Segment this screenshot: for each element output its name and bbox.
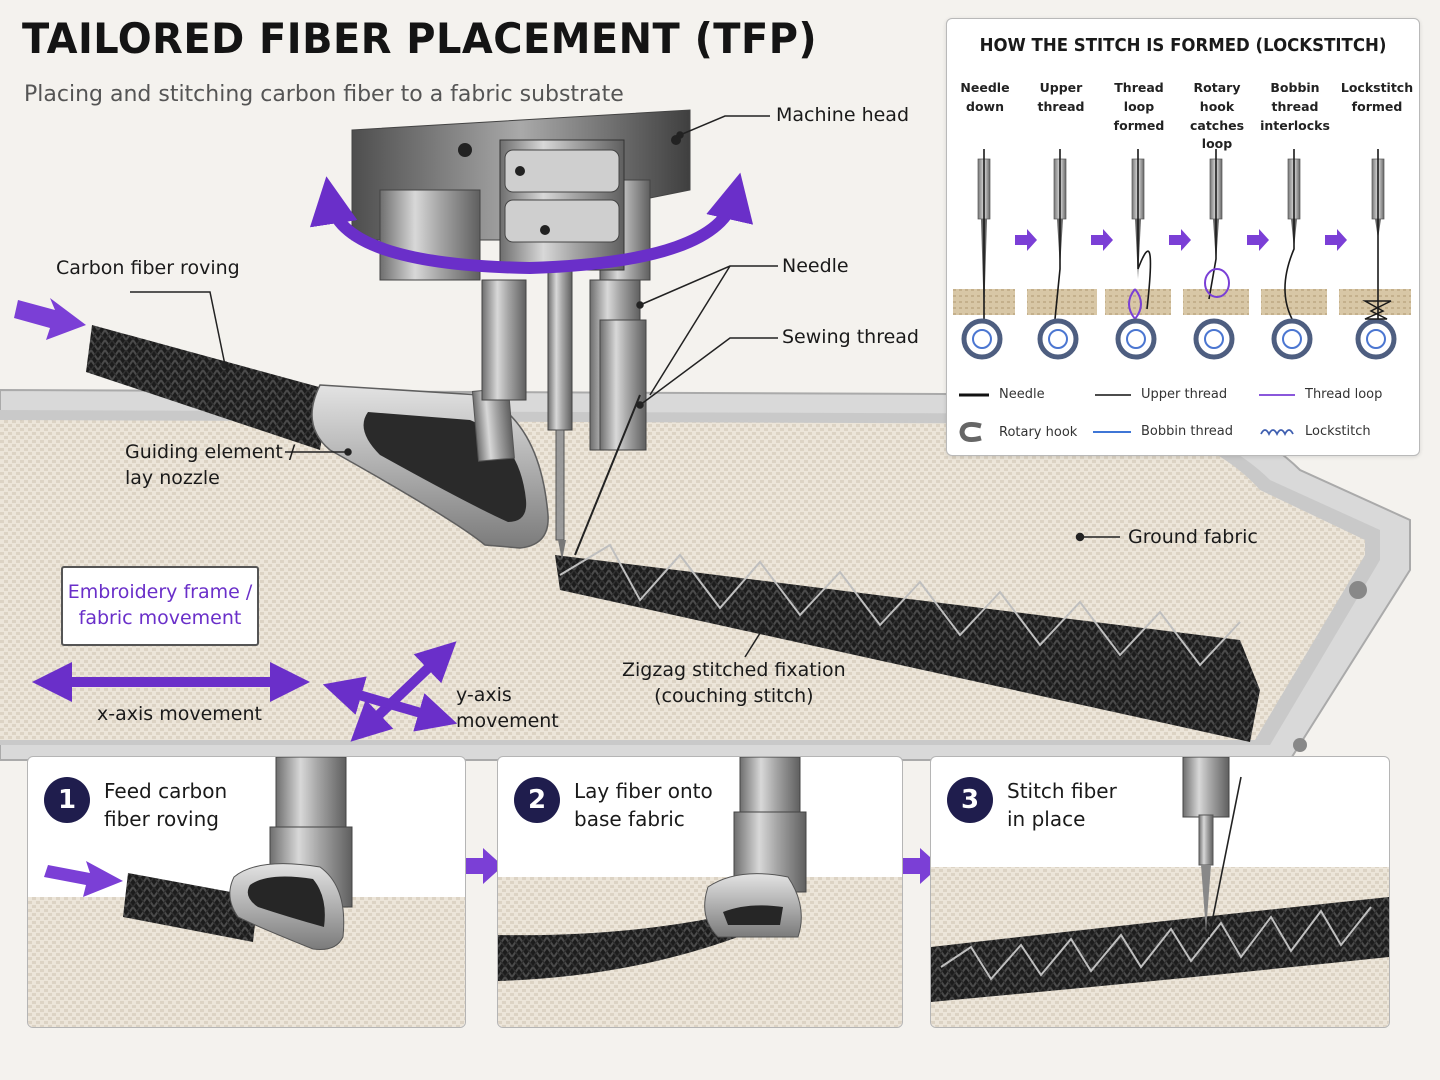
rotary-hook-icon <box>959 422 982 442</box>
step-arrow-icon <box>892 848 940 884</box>
page-subtitle: Placing and stitching carbon fiber to a … <box>24 82 624 107</box>
step-number-badge: 2 <box>514 777 560 823</box>
step1-illustration <box>28 757 465 1027</box>
legend-label: Lockstitch <box>1305 424 1371 439</box>
step-number-badge: 3 <box>947 777 993 823</box>
legend-label: Rotary hook <box>999 424 1078 440</box>
step2-illustration <box>498 757 902 1027</box>
lockstitch-panel: HOW THE STITCH IS FORMED (LOCKSTITCH) Ne… <box>946 18 1420 456</box>
legend-bobbin-thread: Bobbin thread <box>1093 424 1233 439</box>
process-step-card-2: 2 Lay fiber onto base fabric <box>497 756 903 1028</box>
label-needle: Needle <box>782 255 849 277</box>
fabric-strip <box>953 289 1411 315</box>
lockstitch-title: HOW THE STITCH IS FORMED (LOCKSTITCH) <box>979 35 1387 56</box>
lockstitch-step-heading: Thread loop formed <box>1113 80 1165 133</box>
lay-nozzle <box>311 384 549 549</box>
lockstitch-step-heading: Upper thread <box>1037 80 1085 114</box>
label-sewing-thread: Sewing thread <box>782 326 919 348</box>
legend-label: Needle <box>999 387 1045 402</box>
step-number-badge: 1 <box>44 777 90 823</box>
needle-line-icon <box>959 393 989 396</box>
bobbin-thread-line-icon <box>1093 430 1131 433</box>
label-embroidery-frame: Embroidery frame / fabric movement <box>61 566 259 646</box>
upper-thread-line-icon <box>1095 393 1131 396</box>
label-carbon-fiber-roving: Carbon fiber roving <box>56 257 240 279</box>
step3-illustration <box>931 757 1389 1027</box>
label-guiding-element: Guiding element / lay nozzle <box>125 441 296 489</box>
legend-needle: Needle <box>959 387 1045 402</box>
page-title: TAILORED FIBER PLACEMENT (TFP) <box>22 14 818 63</box>
label-x-axis: x-axis movement <box>97 703 262 725</box>
rotation-arrow-icon <box>309 172 754 275</box>
sequence-arrow-icon <box>1015 229 1347 251</box>
rotary-hook-icon <box>961 318 1397 360</box>
legend-rotary-hook: Rotary hook <box>957 421 1077 443</box>
process-step-card-1: 1 Feed carbon fiber roving <box>27 756 466 1028</box>
label-y-axis: y-axis movement <box>456 684 559 732</box>
lockstitch-step-heading: Rotary hook catches loop <box>1189 80 1245 152</box>
callout-leaders <box>130 115 1120 658</box>
legend-lockstitch: Lockstitch <box>1259 424 1371 439</box>
carbon-fiber-roving <box>86 325 330 450</box>
legend-label: Thread loop <box>1305 387 1383 402</box>
legend-upper-thread: Upper thread <box>1095 387 1227 402</box>
legend-label: Upper thread <box>1141 387 1228 402</box>
stitched-fiber-path <box>555 543 1260 742</box>
y-axis-arrow-icon <box>322 641 458 742</box>
label-machine-head: Machine head <box>776 104 910 126</box>
process-step-card-3: 3 Stitch fiber in place <box>930 756 1390 1028</box>
step-description: Stitch fiber in place <box>1007 779 1117 831</box>
thread-loop-line-icon <box>1259 393 1295 396</box>
legend-thread-loop: Thread loop <box>1259 387 1382 402</box>
lockstitch-icon <box>1260 428 1294 436</box>
lockstitch-knot <box>1362 300 1392 320</box>
label-ground-fabric: Ground fabric <box>1128 526 1258 548</box>
label-zigzag-stitch: Zigzag stitched fixation (couching stitc… <box>622 659 846 707</box>
upper-thread <box>983 149 1379 320</box>
lockstitch-step-heading: Needle down <box>960 80 1010 114</box>
step-description: Feed carbon fiber roving <box>104 779 228 831</box>
lockstitch-sequence-illustration <box>953 149 1411 360</box>
feed-arrow-icon <box>14 298 86 340</box>
lockstitch-step-heading: Bobbin thread interlocks <box>1260 80 1330 133</box>
lockstitch-step-heading: Lockstitch formed <box>1340 80 1414 114</box>
step-arrow-icon <box>455 848 503 884</box>
legend-label: Bobbin thread <box>1141 424 1233 439</box>
sewing-thread <box>574 394 641 556</box>
step-description: Lay fiber onto base fabric <box>574 779 713 831</box>
